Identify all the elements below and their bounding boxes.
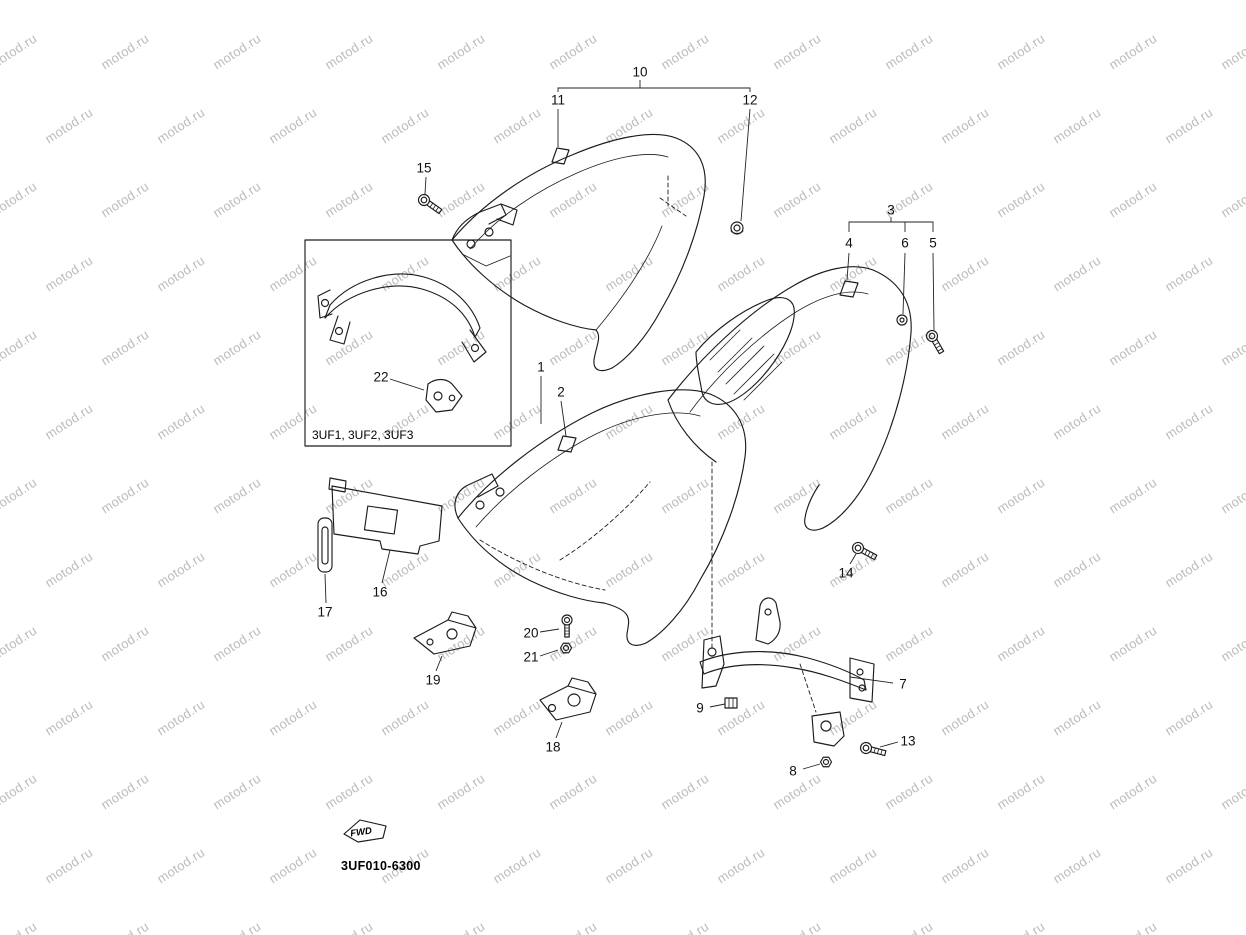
callout-leader-18 <box>555 721 563 739</box>
callout-number-21: 21 <box>523 650 538 665</box>
variant-box-group <box>304 239 512 447</box>
callout-leader-8 <box>802 763 821 770</box>
diagram-code: 3UF010-6300 <box>341 859 421 873</box>
callout-number-17: 17 <box>317 605 332 620</box>
nut-21-drawing <box>559 642 573 654</box>
callout-leader-5 <box>932 252 935 331</box>
callout-leader-2 <box>560 400 567 437</box>
callout-number-9: 9 <box>696 701 704 716</box>
callout-leader-16 <box>381 549 391 584</box>
hinge-rear-drawing <box>539 677 597 721</box>
callout-leader-21 <box>539 649 559 657</box>
callout-number-1: 1 <box>537 360 545 375</box>
side-cover-drawing <box>328 477 443 555</box>
callout-leader-7 <box>849 676 894 684</box>
variant-label: 3UF1, 3UF2, 3UF3 <box>312 428 414 442</box>
variant-box <box>304 239 512 447</box>
callout-leader-13 <box>879 741 899 748</box>
callout-bracket-line <box>848 221 934 232</box>
callout-number-19: 19 <box>425 673 440 688</box>
callout-number-4: 4 <box>845 236 853 251</box>
hinge-front-drawing <box>413 611 477 655</box>
fwd-arrow: FWD <box>343 819 387 843</box>
callout-leader-4 <box>846 252 850 281</box>
callout-number-6: 6 <box>901 236 909 251</box>
callout-number-3: 3 <box>887 203 895 218</box>
nut-12-drawing <box>730 221 744 235</box>
callout-leader-22 <box>389 378 425 391</box>
seat-lower-drawing <box>454 389 747 646</box>
fwd-label: FWD <box>350 826 373 840</box>
washer-6-drawing <box>896 314 908 326</box>
nut-8-drawing <box>819 756 833 768</box>
callout-number-22: 22 <box>373 370 388 385</box>
bolt-5-drawing <box>925 329 945 355</box>
callout-leader-17 <box>324 573 327 604</box>
callout-number-8: 8 <box>789 764 797 779</box>
strap-drawing <box>317 517 333 573</box>
callout-number-15: 15 <box>416 161 431 176</box>
callout-leader-19 <box>435 655 443 672</box>
callout-number-12: 12 <box>742 93 757 108</box>
callout-leader-6 <box>902 252 906 315</box>
callout-number-10: 10 <box>632 65 647 80</box>
bolt-14-drawing <box>851 541 878 561</box>
callout-leader-12 <box>740 108 751 222</box>
callout-number-18: 18 <box>545 740 560 755</box>
callout-bracket-line <box>557 87 751 92</box>
callout-leader-15 <box>424 176 427 195</box>
callout-leader-14 <box>849 553 857 565</box>
callout-number-2: 2 <box>557 385 565 400</box>
bolt-20-drawing <box>561 614 573 638</box>
lock-bracket-assembly-drawing <box>699 461 875 747</box>
callout-number-13: 13 <box>900 734 915 749</box>
callout-number-7: 7 <box>899 677 907 692</box>
callout-leader-9 <box>709 703 726 708</box>
callout-leader-20 <box>539 628 560 633</box>
callout-number-20: 20 <box>523 626 538 641</box>
callout-number-5: 5 <box>929 236 937 251</box>
callout-number-16: 16 <box>372 585 387 600</box>
callout-number-14: 14 <box>838 566 854 581</box>
bolt-15-drawing <box>417 193 443 215</box>
clip-9-drawing <box>724 697 738 709</box>
bolt-13-drawing <box>859 741 887 757</box>
callout-number-11: 11 <box>551 93 565 108</box>
